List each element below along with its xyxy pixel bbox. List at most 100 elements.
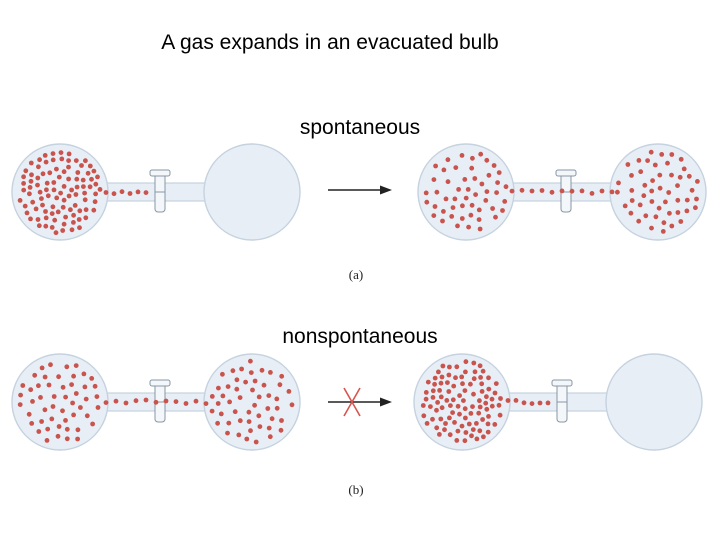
- gas-molecule: [50, 404, 56, 409]
- gas-molecule: [82, 384, 88, 390]
- gas-molecule: [438, 416, 444, 422]
- gas-molecule: [659, 152, 665, 157]
- gas-molecule: [433, 163, 438, 169]
- gas-molecule: [278, 427, 284, 433]
- gas-molecule: [641, 193, 647, 199]
- gas-molecule: [479, 381, 485, 387]
- gas-molecule: [87, 184, 93, 190]
- gas-molecule: [75, 170, 81, 175]
- gas-molecule: [455, 403, 461, 409]
- gas-molecule: [642, 182, 648, 188]
- stopcock-handle: [149, 169, 171, 177]
- gas-molecule: [462, 438, 468, 444]
- gas-molecule: [466, 224, 471, 230]
- gas-molecule: [638, 169, 644, 175]
- gas-molecule: [227, 399, 233, 405]
- gas-molecule: [442, 427, 447, 433]
- gas-molecule: [135, 189, 141, 195]
- gas-molecule: [265, 406, 271, 411]
- gas-molecule: [461, 398, 466, 403]
- gas-molecule: [503, 184, 509, 190]
- gas-molecule: [35, 175, 41, 181]
- gas-molecule: [447, 415, 452, 421]
- gas-molecule: [437, 388, 442, 393]
- stopcock-handle: [149, 379, 171, 387]
- gas-molecule: [434, 425, 440, 431]
- gas-molecule: [63, 418, 68, 423]
- gas-molecule: [628, 210, 634, 216]
- gas-molecule: [30, 399, 35, 404]
- gas-molecule: [489, 403, 495, 409]
- gas-molecule: [257, 424, 263, 429]
- gas-molecule: [36, 429, 42, 434]
- gas-molecule: [58, 150, 64, 156]
- gas-molecule: [216, 385, 221, 391]
- gas-molecule: [477, 363, 483, 369]
- stopcock-valve-icon: [149, 169, 171, 213]
- gas-molecule: [636, 158, 642, 163]
- gas-molecule: [421, 413, 427, 419]
- gas-molecule: [46, 382, 52, 388]
- gas-molecule: [425, 379, 431, 385]
- gas-molecule: [73, 192, 79, 197]
- gas-molecule: [637, 202, 643, 208]
- panel-tag-a: (a): [348, 267, 364, 282]
- gas-molecule: [40, 171, 46, 177]
- gas-molecule: [420, 403, 426, 408]
- left-bulb: [417, 143, 515, 241]
- gas-molecule: [236, 432, 242, 438]
- gas-molecule: [83, 396, 89, 402]
- gas-molecule: [64, 436, 70, 442]
- gas-molecule: [73, 363, 79, 368]
- gas-molecule: [279, 418, 284, 423]
- gas-molecule: [21, 187, 27, 193]
- gas-molecule: [119, 189, 125, 195]
- stopcock-handle: [555, 169, 577, 177]
- stopcock-valve-icon: [149, 379, 171, 423]
- gas-molecule: [252, 378, 258, 384]
- gas-molecule: [484, 157, 490, 163]
- gas-molecule: [500, 208, 505, 213]
- gas-molecule: [492, 422, 498, 427]
- gas-molecule: [42, 407, 48, 413]
- gas-molecule: [248, 370, 254, 375]
- gas-molecule: [28, 387, 34, 393]
- gas-molecule: [438, 394, 444, 400]
- gas-molecule: [274, 396, 280, 402]
- gas-molecule: [17, 402, 23, 407]
- gas-molecule: [450, 205, 456, 211]
- gas-molecule: [694, 196, 699, 202]
- gas-molecule: [40, 202, 45, 208]
- gas-molecule: [163, 398, 169, 404]
- gas-molecule: [468, 212, 474, 218]
- gas-molecule: [629, 198, 635, 203]
- gas-molecule: [447, 364, 452, 370]
- gas-molecule: [493, 214, 498, 220]
- gas-molecule: [51, 180, 57, 185]
- gas-molecule: [649, 199, 655, 204]
- gas-molecule: [237, 395, 243, 400]
- gas-molecule: [693, 205, 698, 211]
- gas-molecule: [103, 190, 109, 195]
- gas-molecule: [457, 393, 462, 398]
- gas-molecule: [56, 374, 61, 380]
- gas-molecule: [85, 170, 91, 176]
- gas-molecule: [74, 176, 80, 182]
- gas-molecule: [430, 416, 435, 422]
- gas-molecule: [74, 184, 80, 190]
- gas-molecule: [20, 383, 26, 388]
- gas-molecule: [476, 217, 482, 223]
- gas-molecule: [26, 411, 32, 417]
- gas-molecule: [248, 358, 253, 364]
- gas-molecule: [94, 394, 100, 399]
- gas-molecule: [193, 398, 199, 404]
- gas-molecule: [93, 191, 98, 197]
- gas-molecule: [91, 168, 97, 174]
- gas-molecule: [423, 396, 429, 402]
- gas-molecule: [579, 188, 585, 194]
- gas-molecule: [448, 403, 453, 408]
- label-spontaneous: spontaneous: [299, 116, 421, 139]
- gas-molecule: [56, 424, 62, 429]
- gas-molecule: [430, 388, 436, 394]
- gas-molecule: [459, 216, 465, 221]
